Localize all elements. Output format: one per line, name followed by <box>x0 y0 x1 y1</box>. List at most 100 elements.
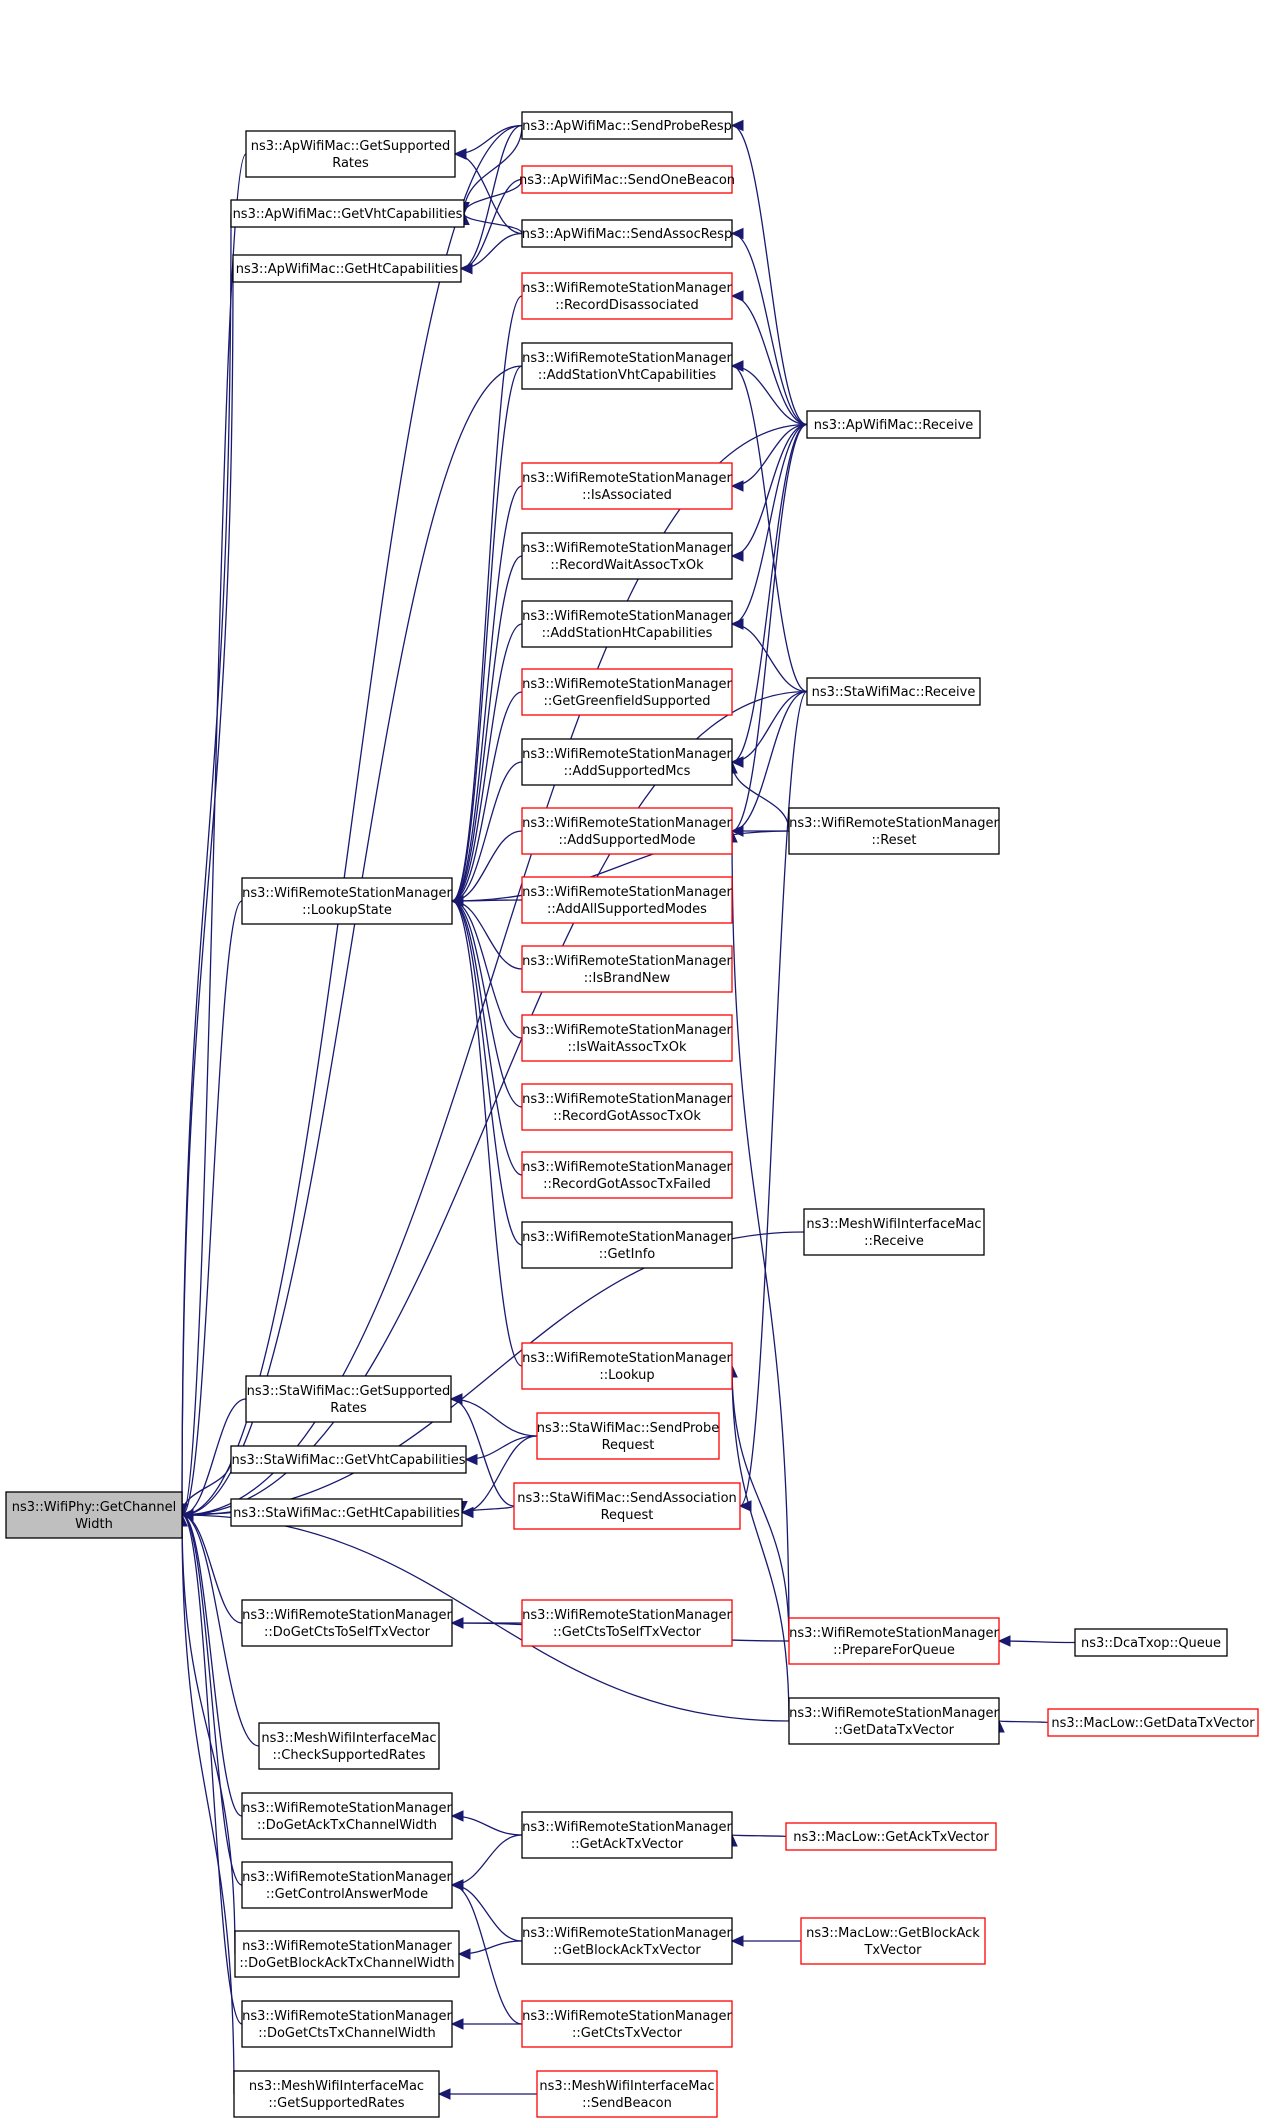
node-rsm-is-wait-assoc-tx-ok[interactable]: ns3::WifiRemoteStationManager::IsWaitAss… <box>521 1014 733 1062</box>
edge-line <box>451 365 523 902</box>
node-rsm-get-cts-tx-vector[interactable]: ns3::WifiRemoteStationManager::GetCtsTxV… <box>521 2000 733 2048</box>
node-rsm-get-control-answer-mode[interactable]: ns3::WifiRemoteStationManager::GetContro… <box>241 1861 453 1909</box>
node-mesh-send-beacon[interactable]: ns3::MeshWifiInterfaceMac::SendBeacon <box>536 2070 718 2118</box>
node-rsm-record-got-assoc-tx-failed[interactable]: ns3::WifiRemoteStationManager::RecordGot… <box>521 1151 733 1199</box>
edge-line <box>451 900 523 1246</box>
node-mac-low-get-data-tx-vector[interactable]: ns3::MacLow::GetDataTxVector <box>1047 1708 1259 1737</box>
node-label-line: ns3::WifiRemoteStationManager <box>522 1092 732 1107</box>
node-rsm-do-get-cts-to-self[interactable]: ns3::WifiRemoteStationManager::DoGetCtsT… <box>241 1599 453 1647</box>
node-rsm-is-brand-new[interactable]: ns3::WifiRemoteStationManager::IsBrandNe… <box>521 945 733 993</box>
node-ap-send-assoc-resp[interactable]: ns3::ApWifiMac::SendAssocResp <box>521 219 733 248</box>
node-mesh-receive[interactable]: ns3::MeshWifiInterfaceMac::Receive <box>803 1208 985 1256</box>
node-box <box>521 165 733 194</box>
node-rsm-get-data-tx-vector[interactable]: ns3::WifiRemoteStationManager::GetDataTx… <box>788 1697 1000 1745</box>
node-rsm-do-get-block-ack-tx-channel-width[interactable]: ns3::WifiRemoteStationManager::DoGetBloc… <box>234 1930 460 1978</box>
node-ap-get-supported-rates[interactable]: ns3::ApWifiMac::GetSupportedRates <box>245 130 456 178</box>
node-label-line: ::RecordGotAssocTxOk <box>553 1109 701 1124</box>
node-box <box>521 600 733 648</box>
node-mesh-get-supported-rates[interactable]: ns3::MeshWifiInterfaceMac::GetSupportedR… <box>233 2070 440 2118</box>
arrowhead <box>730 290 744 302</box>
edge-line <box>463 125 523 214</box>
node-rsm-add-station-vht[interactable]: ns3::WifiRemoteStationManager::AddStatio… <box>521 342 733 390</box>
node-box <box>803 1208 985 1256</box>
node-ap-send-one-beacon[interactable]: ns3::ApWifiMac::SendOneBeacon <box>519 165 735 194</box>
node-label-line: ns3::WifiRemoteStationManager <box>242 1608 452 1623</box>
edge-line <box>731 423 808 832</box>
arrowhead <box>450 895 464 907</box>
node-rsm-do-get-ack-tx-channel-width[interactable]: ns3::WifiRemoteStationManager::DoGetAckT… <box>241 1792 453 1840</box>
node-ap-get-vht[interactable]: ns3::ApWifiMac::GetVhtCapabilities <box>230 199 465 228</box>
node-mac-low-get-block-ack-tx-vector[interactable]: ns3::MacLow::GetBlockAckTxVector <box>800 1917 986 1965</box>
edge-line <box>451 830 790 902</box>
edge-line <box>451 623 523 902</box>
arrowhead <box>730 360 744 372</box>
node-rsm-get-cts-to-self[interactable]: ns3::WifiRemoteStationManager::GetCtsToS… <box>521 1599 733 1647</box>
node-box <box>241 1792 453 1840</box>
node-label-line: ns3::WifiRemoteStationManager <box>789 1626 999 1641</box>
node-box <box>788 1617 1000 1665</box>
edge-line <box>731 690 808 763</box>
edge-line <box>460 178 523 270</box>
node-label-line: ns3::WifiRemoteStationManager <box>242 1870 452 1885</box>
node-dca-queue[interactable]: ns3::DcaTxop::Queue <box>1074 1628 1228 1657</box>
node-rsm-do-get-cts-tx-channel-width[interactable]: ns3::WifiRemoteStationManager::DoGetCtsT… <box>241 2000 453 2048</box>
node-ap-get-ht[interactable]: ns3::ApWifiMac::GetHtCapabilities <box>232 254 462 283</box>
node-rsm-prepare-for-queue[interactable]: ns3::WifiRemoteStationManager::PrepareFo… <box>788 1617 1000 1665</box>
node-rsm-record-wait-assoc-tx-ok[interactable]: ns3::WifiRemoteStationManager::RecordWai… <box>521 532 733 580</box>
node-box <box>521 1221 733 1269</box>
node-rsm-record-disassociated[interactable]: ns3::WifiRemoteStationManager::RecordDis… <box>521 272 733 320</box>
edge-sta-receive-to-sta-send-assoc-request <box>738 690 808 1512</box>
node-rsm-get-ack-tx-vector[interactable]: ns3::WifiRemoteStationManager::GetAckTxV… <box>521 1811 733 1859</box>
arrowhead <box>730 756 744 768</box>
node-box <box>521 1014 733 1062</box>
node-rsm-add-station-ht[interactable]: ns3::WifiRemoteStationManager::AddStatio… <box>521 600 733 648</box>
node-rsm-lookup-state[interactable]: ns3::WifiRemoteStationManager::LookupSta… <box>241 877 453 925</box>
node-mac-low-get-ack-tx-vector[interactable]: ns3::MacLow::GetAckTxVector <box>785 1822 997 1851</box>
node-label-line: ns3::MeshWifiInterfaceMac <box>249 2079 424 2094</box>
node-box <box>241 1861 453 1909</box>
node-rsm-record-got-assoc-tx-ok[interactable]: ns3::WifiRemoteStationManager::RecordGot… <box>521 1083 733 1131</box>
node-rsm-get-greenfield[interactable]: ns3::WifiRemoteStationManager::GetGreenf… <box>521 668 733 716</box>
node-box <box>1047 1708 1259 1737</box>
edge-rsm-reset-to-rsm-lookup-state <box>450 830 790 907</box>
node-label-line: ::RecordWaitAssocTxOk <box>550 558 704 573</box>
node-rsm-lookup[interactable]: ns3::WifiRemoteStationManager::Lookup <box>521 1342 733 1390</box>
node-rsm-add-supported-mcs[interactable]: ns3::WifiRemoteStationManager::AddSuppor… <box>521 738 733 786</box>
node-rsm-get-info[interactable]: ns3::WifiRemoteStationManager::GetInfo <box>521 1221 733 1269</box>
node-label-line: ns3::StaWifiMac::GetSupported <box>247 1384 451 1399</box>
node-sta-receive[interactable]: ns3::StaWifiMac::Receive <box>806 677 981 706</box>
node-box <box>521 945 733 993</box>
node-rsm-reset[interactable]: ns3::WifiRemoteStationManager::Reset <box>788 807 1000 855</box>
node-rsm-add-all-supported-modes[interactable]: ns3::WifiRemoteStationManager::AddAllSup… <box>521 876 733 924</box>
edge-line <box>181 1514 243 2025</box>
node-sta-get-supported-rates[interactable]: ns3::StaWifiMac::GetSupportedRates <box>245 1375 452 1423</box>
node-box <box>536 1412 720 1460</box>
node-box <box>521 462 733 510</box>
node-label-line: ::Lookup <box>599 1368 654 1383</box>
node-ap-send-probe-resp[interactable]: ns3::ApWifiMac::SendProbeResp <box>521 111 733 140</box>
node-ap-receive[interactable]: ns3::ApWifiMac::Receive <box>806 410 981 439</box>
node-label-line: ns3::DcaTxop::Queue <box>1081 1636 1221 1651</box>
node-label-line: ns3::ApWifiMac::SendOneBeacon <box>519 173 735 188</box>
arrowhead <box>450 2018 464 2030</box>
node-label-line: Request <box>602 1438 655 1453</box>
node-label-line: ::GetControlAnswerMode <box>266 1887 428 1902</box>
node-box <box>521 1083 733 1131</box>
node-rsm-get-block-ack-tx-vector[interactable]: ns3::WifiRemoteStationManager::GetBlockA… <box>521 1917 733 1965</box>
node-rsm-is-associated[interactable]: ns3::WifiRemoteStationManager::IsAssocia… <box>521 462 733 510</box>
node-sta-get-vht[interactable]: ns3::StaWifiMac::GetVhtCapabilities <box>230 1445 467 1474</box>
edge-ap-send-assoc-resp-to-ap-get-ht <box>459 232 523 275</box>
edge-rsm-add-station-ht-to-rsm-lookup-state <box>450 623 523 907</box>
node-label-line: ::LookupState <box>302 903 392 918</box>
node-rsm-add-supported-mode[interactable]: ns3::WifiRemoteStationManager::AddSuppor… <box>521 807 733 855</box>
edge-line <box>731 1365 790 1642</box>
node-mesh-check-supported-rates[interactable]: ns3::MeshWifiInterfaceMac::CheckSupporte… <box>258 1722 440 1770</box>
edge-line <box>451 1884 523 2025</box>
arrowhead <box>450 1617 464 1629</box>
node-sta-get-ht[interactable]: ns3::StaWifiMac::GetHtCapabilities <box>230 1498 463 1527</box>
arrowhead <box>464 1453 478 1466</box>
edge-rsm-get-cts-tx-vector-to-rsm-do-get-cts-tx-channel-width <box>450 2018 522 2030</box>
